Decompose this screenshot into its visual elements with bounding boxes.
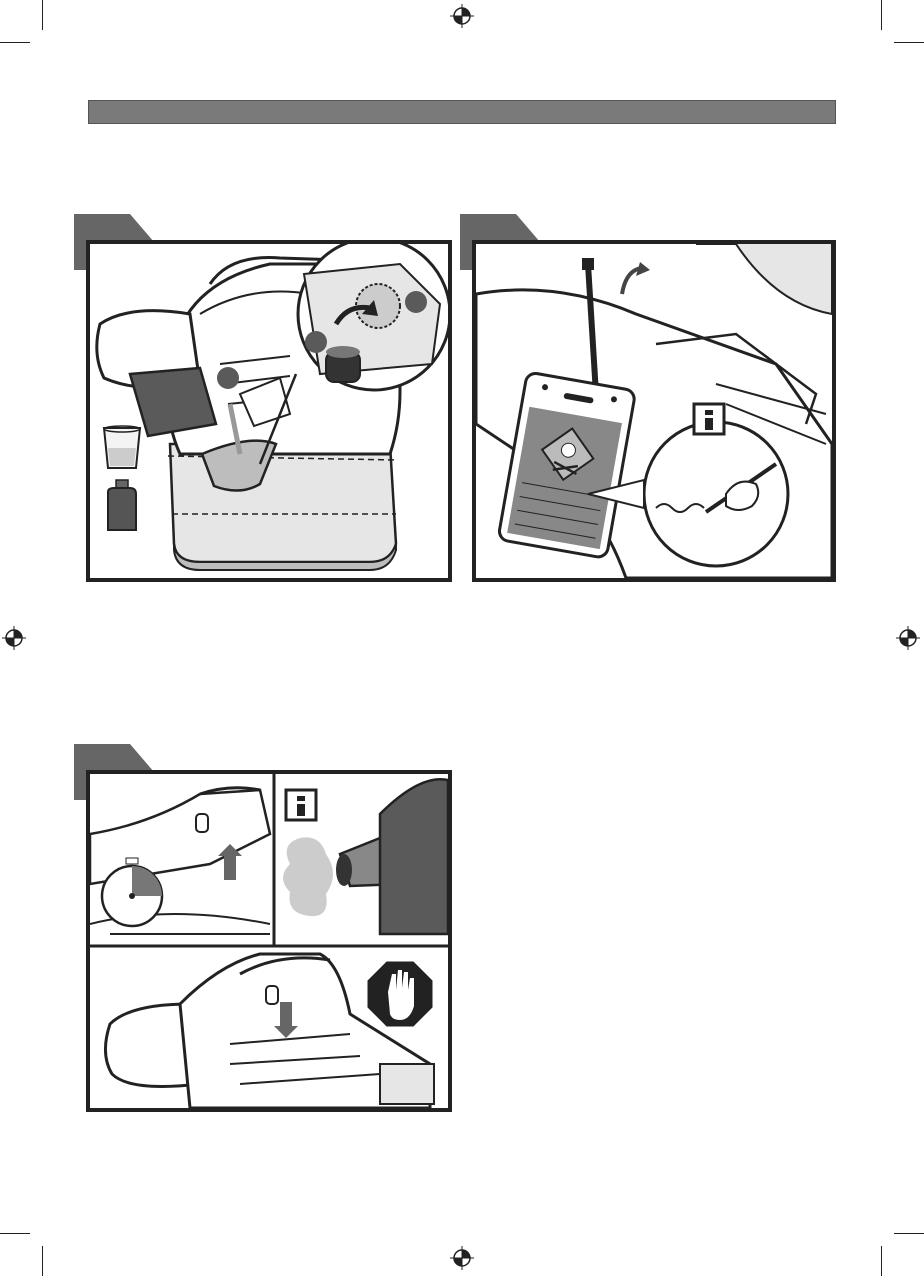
crop-mark-bl-h <box>0 1233 30 1234</box>
startup-stop-illustration <box>90 774 448 1108</box>
warning-tag-illustration <box>476 244 832 578</box>
step-3-panel <box>86 770 452 1112</box>
crop-mark-tr-v <box>881 0 882 30</box>
step-1-panel <box>86 240 452 582</box>
fuel-measure-cup-icon <box>100 424 144 472</box>
step-2-panel <box>472 240 836 582</box>
stop-hand-icon <box>366 960 434 1028</box>
registration-mark-top <box>450 4 474 28</box>
crop-mark-br-h <box>894 1233 924 1234</box>
registration-mark-right <box>896 626 920 650</box>
crop-mark-tl-h <box>0 42 30 43</box>
section-header-bar <box>88 100 836 124</box>
crop-mark-bl-v <box>42 1246 43 1276</box>
registration-mark-bottom <box>450 1246 474 1270</box>
blower-fill-illustration <box>90 244 448 578</box>
registration-mark-left <box>2 626 26 650</box>
crop-mark-tl-v <box>42 0 43 30</box>
crop-mark-tr-h <box>894 42 924 43</box>
crop-mark-br-v <box>881 1246 882 1276</box>
oil-bottle-icon <box>104 478 140 534</box>
